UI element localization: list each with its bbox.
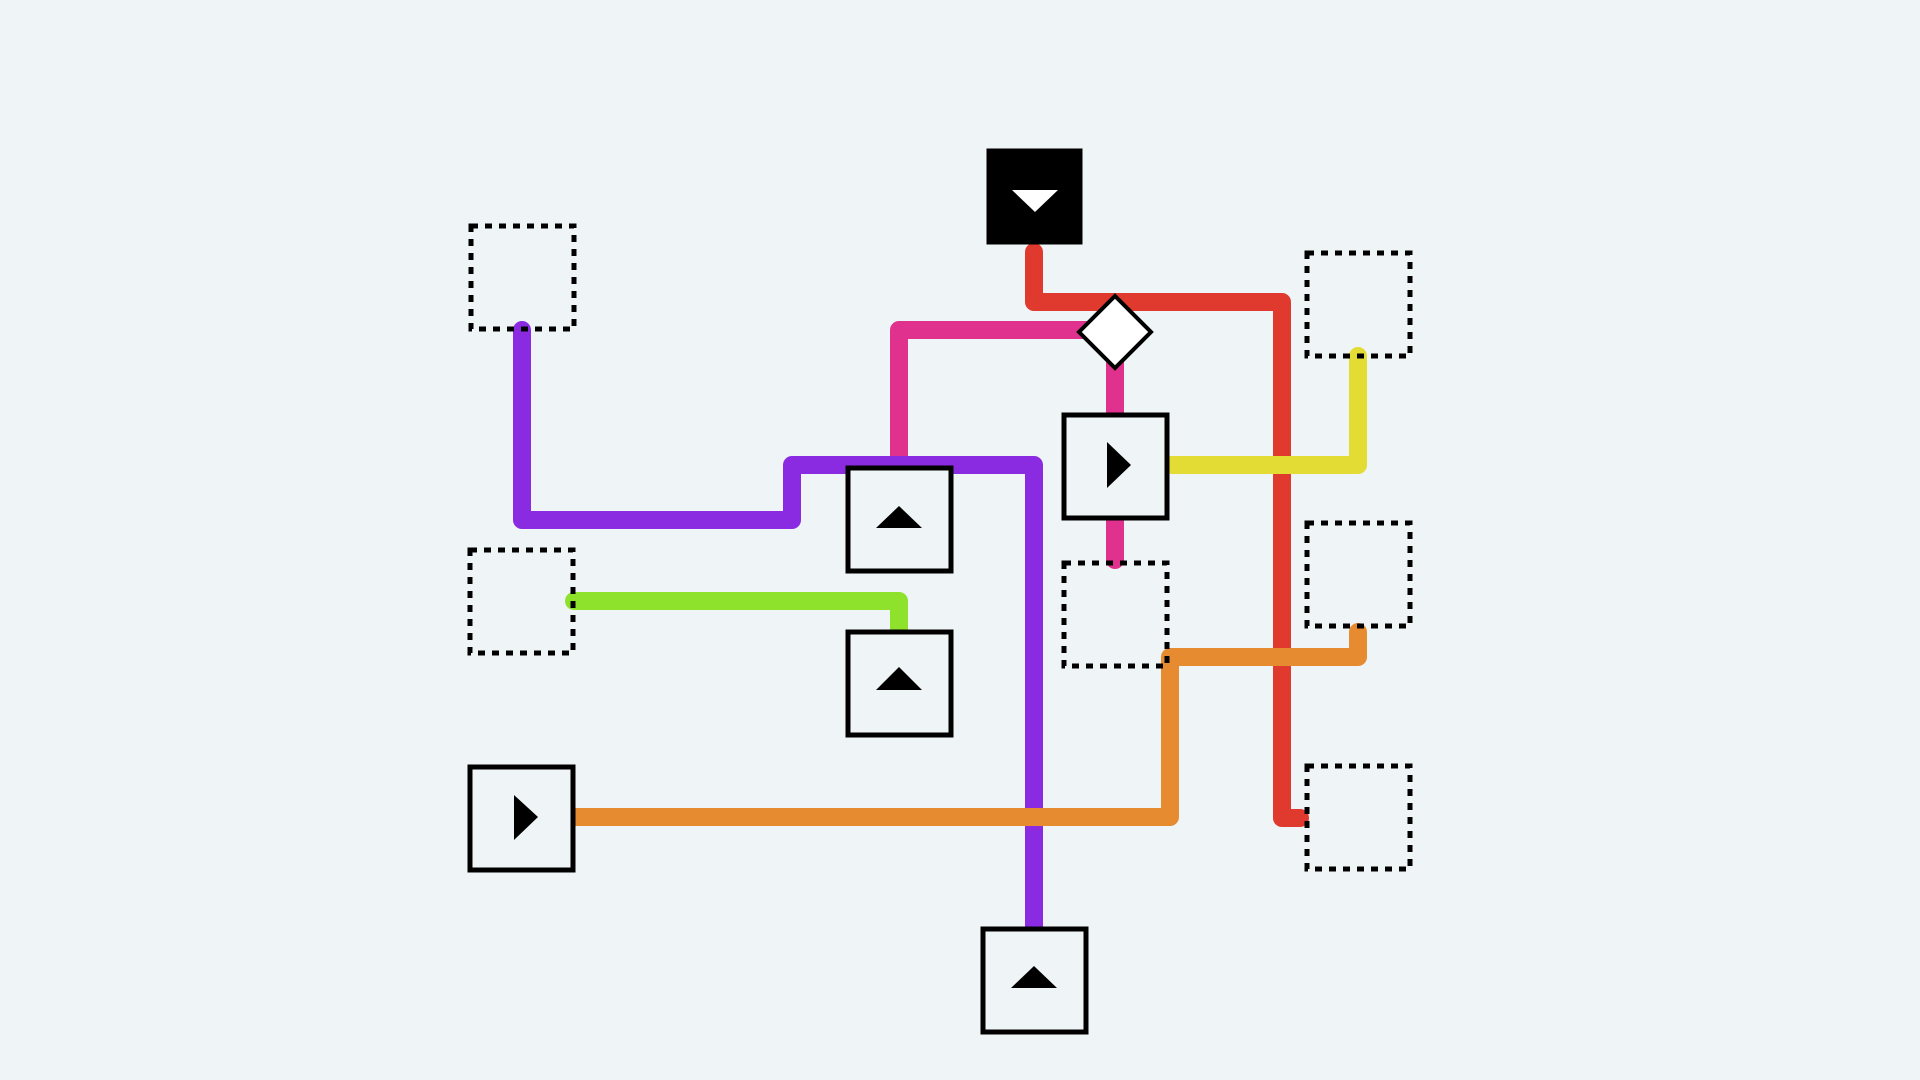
target-top-left[interactable] [468, 223, 577, 332]
wire-yellow [1163, 347, 1367, 474]
triangle-down-icon [1012, 190, 1058, 212]
target-bottom-right[interactable] [1304, 763, 1413, 872]
triangle-right-icon [514, 795, 538, 840]
emitter-center-right[interactable] [1061, 412, 1170, 521]
source-block[interactable] [986, 148, 1083, 245]
triangle-up-icon [1011, 966, 1057, 988]
target-mid-left[interactable] [467, 547, 576, 656]
wire-purple [513, 321, 1043, 939]
diamond-splitter-icon [1076, 293, 1154, 371]
splitter-node[interactable] [1076, 293, 1154, 371]
wire-magenta [890, 321, 1099, 475]
emitter-mid-up-2[interactable] [845, 629, 954, 738]
triangle-right-icon [1107, 442, 1131, 488]
wires [513, 243, 1367, 939]
wire-red [1025, 243, 1309, 827]
triangle-up-icon [876, 667, 922, 690]
wire-orange [565, 623, 1367, 826]
emitter-left-right[interactable] [467, 764, 576, 873]
emitter-mid-up-1[interactable] [845, 465, 954, 574]
target-center[interactable] [1061, 560, 1170, 669]
target-right-mid[interactable] [1304, 520, 1413, 629]
wire-green [565, 592, 908, 639]
triangle-up-icon [876, 506, 922, 528]
target-top-right[interactable] [1304, 250, 1413, 359]
emitter-bottom-up[interactable] [980, 926, 1089, 1035]
